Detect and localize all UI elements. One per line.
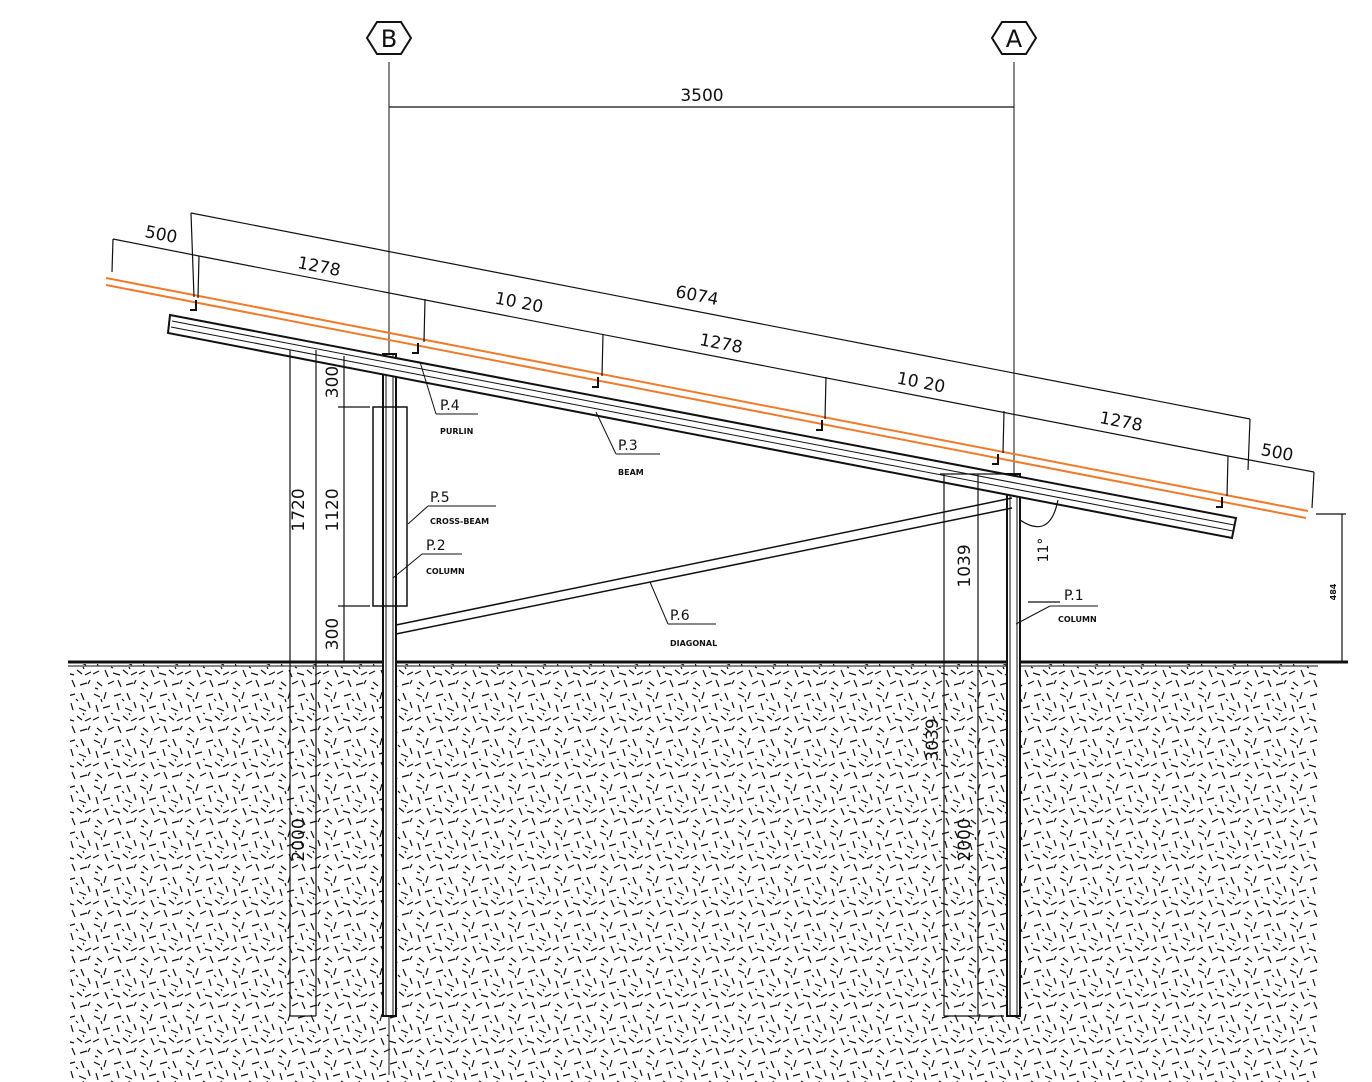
diagonal-brace [395,497,1013,635]
purlins [190,300,1223,508]
axis-a-label: A [1006,25,1023,53]
p3-name: BEAM [618,468,644,477]
front-dimensions [940,473,1346,1017]
pv-panel [105,277,1309,519]
angle-label: 11° [1036,538,1052,563]
seg-1-label: 1278 [296,253,342,281]
total-length-label: 6074 [674,282,720,310]
callout-p1: P.1 COLUMN [1015,588,1098,625]
front-embed-label: 2000 [955,818,975,861]
p1-id: P.1 [1064,588,1084,604]
rear-height-label: 1720 [289,488,309,531]
rear-bottom-label: 300 [323,618,343,650]
span-dim-label: 3500 [680,86,723,106]
rafter-beam [166,313,1238,540]
p1-name: COLUMN [1058,615,1097,624]
p6-name: DIAGONAL [670,639,717,648]
rear-column [382,353,397,1017]
seg-2-label: 10 20 [493,289,545,318]
rear-dimensions [289,350,370,1017]
sloped-dimensions [111,212,1315,509]
p6-id: P.6 [670,608,690,624]
cross-beam [372,406,408,607]
p4-id: P.4 [440,398,460,414]
axis-b-label: B [381,25,397,53]
callout-p5: P.5 CROSS-BEAM [407,490,496,526]
p3-id: P.3 [618,438,638,454]
callout-p6: P.6 DIAGONAL [649,581,717,648]
front-column [1006,473,1021,1017]
rear-top-label: 300 [323,366,343,398]
rear-mid-label: 1120 [323,488,343,531]
callout-p4: P.4 PURLIN [419,361,478,436]
p5-name: CROSS-BEAM [430,517,489,526]
axis-b-bubble: B [365,21,413,55]
overhang-left-label: 500 [143,222,179,248]
soil-hatch [70,664,1318,1082]
front-height-label: 1039 [955,544,975,587]
callout-p3: P.3 BEAM [595,411,660,477]
p4-name: PURLIN [440,427,473,436]
axis-a-bubble: A [990,21,1038,55]
p5-id: P.5 [430,490,450,506]
overhang-right-label: 500 [1259,440,1295,466]
callout-p2: P.2 COLUMN [392,538,465,579]
p2-name: COLUMN [426,567,465,576]
front-clearance-label: 484 [1329,583,1338,600]
p2-id: P.2 [426,538,446,554]
rear-embed-label: 2000 [289,818,309,861]
front-total-label: 3039 [923,718,943,761]
